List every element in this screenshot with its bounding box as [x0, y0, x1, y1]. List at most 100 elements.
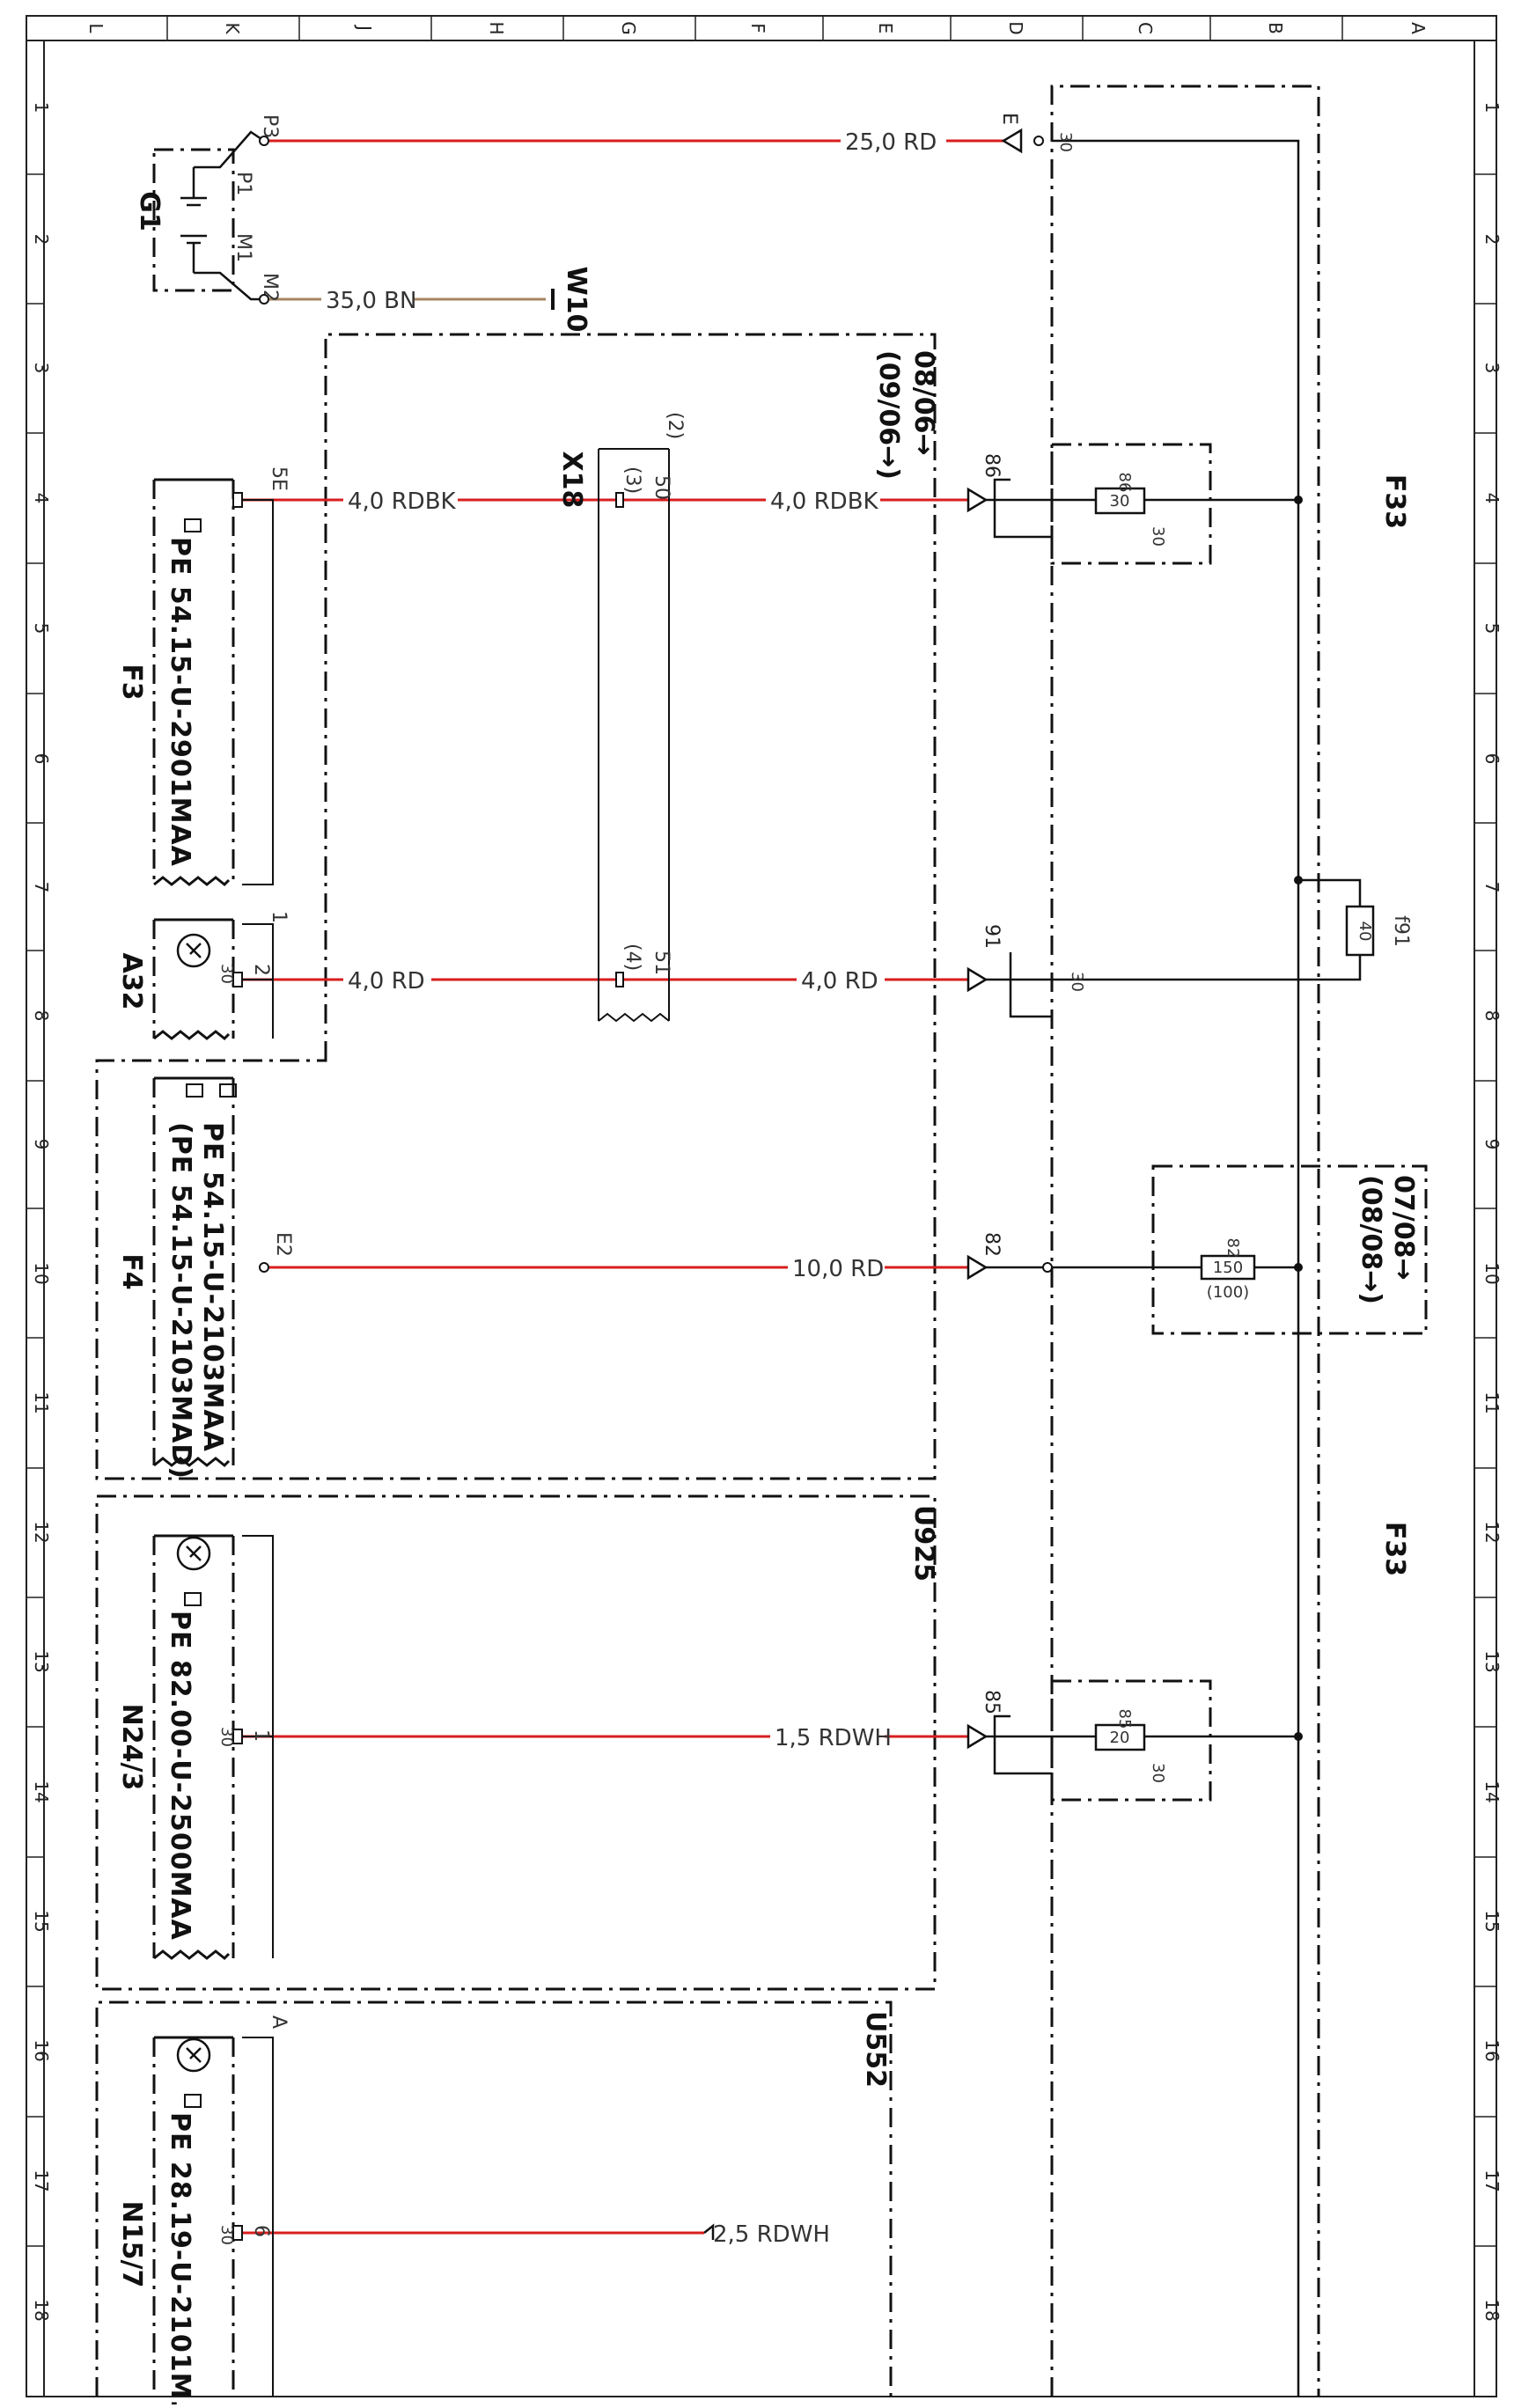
row-label: 13 [31, 1650, 52, 1672]
block-upper-box [95, 333, 937, 1480]
wire-label: 1,5 RDWH [775, 1725, 892, 1751]
row-label: 18 [31, 2299, 52, 2321]
f33-box [1050, 84, 1320, 2397]
f4-pin: E2 [272, 1232, 294, 1257]
row-label: 5 [1481, 623, 1503, 635]
f3-code: PE 54.15-U-2901MAA [165, 537, 195, 867]
fuse86-30: 30 [1149, 526, 1167, 547]
row-label: 15 [31, 1910, 52, 1932]
x18-pin: (4) [621, 943, 643, 971]
pin-label: 82 [981, 1232, 1003, 1257]
row-label: 8 [1481, 1010, 1503, 1022]
battery-g1 [180, 130, 265, 301]
row-label: 12 [31, 1521, 52, 1543]
fuse-85: 20 85 30 [1052, 1709, 1224, 1783]
a32-pin: 2 [250, 964, 272, 976]
pin-label: 85 [981, 1690, 1003, 1714]
row-label: 16 [1481, 2039, 1503, 2061]
f4-code: PE 54.15-U-2103MAA [197, 1122, 228, 1452]
row-label: 17 [31, 2169, 52, 2191]
pin-label: 30 [1068, 972, 1086, 992]
connector-arrow [966, 966, 989, 993]
row-label: 17 [1481, 2169, 1503, 2191]
bus-main [1052, 139, 1300, 2397]
wire-label: 2,5 RDWH [713, 2221, 830, 2248]
note-date-alt: (09/06→) [873, 350, 904, 480]
row-label: 11 [31, 1391, 52, 1413]
pointing-hand-icon [184, 518, 237, 2108]
n24-code: PE 82.00-U-2500MAA [165, 1611, 195, 1941]
fuse85-30: 30 [1149, 1763, 1167, 1783]
col-label: D [1005, 21, 1026, 34]
n24-label: N24/3 [116, 1704, 147, 1791]
n15-pin: A [268, 2015, 290, 2029]
wire-label: 4,0 RD [348, 968, 425, 995]
f3-label: F3 [116, 664, 147, 700]
row-label: 7 [1481, 882, 1503, 893]
f3-pin: 5E [268, 466, 290, 491]
row-label: 3 [1481, 363, 1503, 374]
note-date-2: 07/08→ [1388, 1175, 1419, 1281]
fuse86-pin: 86 [1115, 473, 1134, 493]
row-label: 2 [1481, 234, 1503, 246]
row-label: 14 [1481, 1780, 1503, 1802]
fuse85-pin: 85 [1115, 1709, 1134, 1729]
row-label: 10 [1481, 1262, 1503, 1284]
fuse82-alt: (100) [1207, 1283, 1249, 1302]
row-label: 4 [1481, 493, 1503, 504]
note-date-2-alt: (08/08→) [1356, 1175, 1386, 1304]
row-label: 8 [31, 1010, 52, 1022]
row-label: 6 [31, 753, 52, 765]
row-label: 3 [31, 363, 52, 374]
col-label: C [1135, 22, 1156, 34]
f4-label: F4 [116, 1253, 147, 1289]
connector-arrow [966, 487, 989, 513]
x18-note: (2) [664, 412, 686, 439]
g1-label: G1 [134, 191, 165, 231]
f3-box [152, 480, 235, 885]
g1-pin: P1 [232, 172, 254, 195]
n24-pin: 30 [217, 1727, 236, 1747]
fuse86-value: 30 [1110, 492, 1130, 510]
n15-label: N15/7 [116, 2201, 147, 2288]
fuse85-box [1050, 1679, 1212, 1802]
row-label: 9 [31, 1139, 52, 1150]
row-label: 14 [31, 1780, 52, 1802]
x18-pin: (3) [621, 466, 643, 494]
x18-pin: 50 [650, 475, 672, 500]
fuse82-value: 150 [1213, 1259, 1243, 1277]
n15-pin: 6 [250, 2225, 272, 2237]
col-label: J [354, 24, 375, 31]
col-label: K [222, 22, 243, 34]
u925-box [95, 1494, 937, 1991]
g1-pin: P3 [259, 114, 281, 138]
x18-connector [598, 448, 670, 1023]
fuse-f91: 40 f91 [1320, 878, 1412, 981]
wire-label: 4,0 RDBK [770, 488, 879, 515]
x18-pin: 51 [650, 951, 672, 975]
fuse-86: 30 86 30 [1052, 473, 1224, 547]
outer-frame [26, 15, 1497, 2397]
n15-pin: 30 [217, 2225, 236, 2245]
pin-label: 91 [981, 924, 1003, 949]
n24-box [152, 1536, 235, 1958]
connector-arrow [966, 1723, 989, 1750]
row-label: 5 [31, 623, 52, 635]
row-label: 15 [1481, 1910, 1503, 1932]
row-label: 12 [1481, 1521, 1503, 1543]
fuse86-box [1050, 443, 1212, 565]
col-label: B [1265, 22, 1286, 34]
f33-label: F33 [1379, 474, 1410, 529]
f33-label-2: F33 [1379, 1522, 1410, 1576]
connector-arrow [966, 1254, 989, 1281]
fuse85-value: 20 [1110, 1729, 1130, 1747]
col-label: H [486, 21, 507, 34]
fuse82-pin: 82 [1224, 1238, 1242, 1259]
row-label: 7 [31, 882, 52, 893]
a32-pin: 30 [217, 964, 236, 984]
wire-label: 4,0 RDBK [348, 488, 457, 515]
g1-pin: M1 [232, 233, 254, 262]
row-ticks [26, 173, 1496, 2247]
